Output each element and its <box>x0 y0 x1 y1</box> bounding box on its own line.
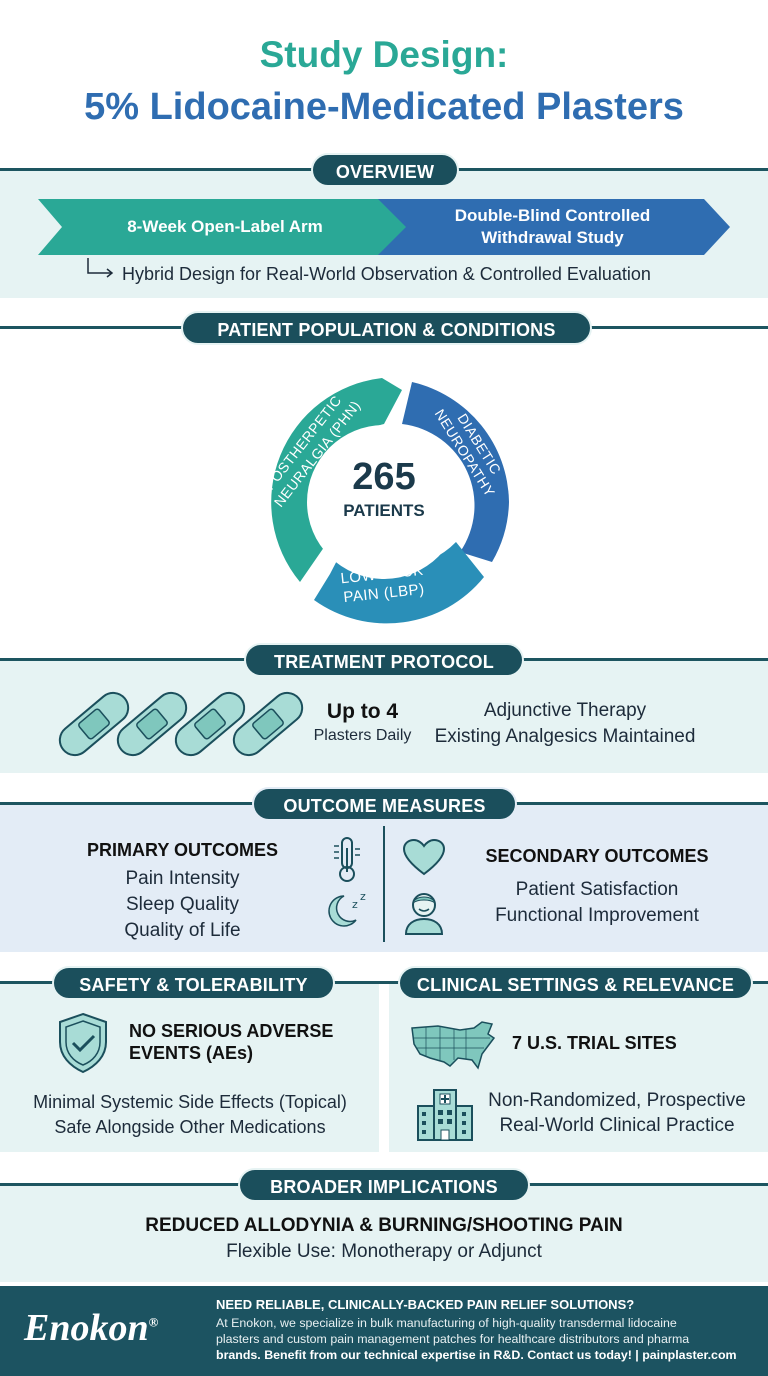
us-map-icon <box>411 1021 496 1070</box>
secondary-outcome-item: Functional Improvement <box>495 905 699 926</box>
safety-details: Minimal Systemic Side Effects (Topical) … <box>10 1090 370 1140</box>
analgesics-maintained: Existing Analgesics Maintained <box>434 726 696 747</box>
bandage-icon <box>58 691 304 757</box>
enokon-logo: Enokon® <box>24 1306 158 1350</box>
population-donut <box>271 378 509 624</box>
no-serious-aes-line2: EVENTS (AEs) <box>129 1043 254 1063</box>
double-blind-arrow <box>378 199 730 255</box>
corner-arrow-icon <box>87 258 114 278</box>
svg-text:z: z <box>352 898 358 911</box>
divider <box>0 981 768 984</box>
double-blind-arm: Double-Blind Controlled Withdrawal Study <box>400 199 705 255</box>
patient-count-label: PATIENTS <box>343 501 425 520</box>
broader-sub: Flexible Use: Monotherapy or Adjunct <box>226 1241 542 1262</box>
clinical-pill: CLINICAL SETTINGS & RELEVANCE <box>398 966 753 1000</box>
outcomes-divider <box>383 826 385 942</box>
page-title-line2: 5% Lidocaine-Medicated Plasters <box>84 86 684 128</box>
open-label-arrow <box>38 199 418 255</box>
dose-value: Up to 4 <box>326 700 399 723</box>
secondary-outcomes-list: Patient Satisfaction Functional Improvem… <box>462 877 732 929</box>
clinical-details: Non-Randomized, Prospective Real-World C… <box>484 1088 750 1138</box>
footer-body-line2: plasters and custom pain management patc… <box>216 1332 690 1346</box>
no-serious-aes-line1: NO SERIOUS ADVERSE <box>129 1021 334 1041</box>
primary-outcome-item: Sleep Quality <box>125 894 239 915</box>
footer <box>0 1286 768 1376</box>
svg-text:z: z <box>360 890 366 903</box>
adjunctive-therapy: Adjunctive Therapy <box>483 700 647 721</box>
open-label-arm: 8-Week Open-Label Arm <box>127 217 323 236</box>
dose-label: Plasters Daily <box>313 727 412 744</box>
primary-outcomes-title: PRIMARY OUTCOMES <box>86 840 278 860</box>
treatment-pill: TREATMENT PROTOCOL <box>244 643 524 677</box>
no-serious-aes: NO SERIOUS ADVERSE EVENTS (AEs) <box>129 1020 369 1064</box>
outcomes-pill: OUTCOME MEASURES <box>252 787 517 821</box>
hospital-icon <box>417 1089 473 1141</box>
broader-pill: BROADER IMPLICATIONS <box>238 1168 530 1202</box>
thermometer-icon <box>334 837 360 882</box>
patient-count: 265 <box>352 456 416 498</box>
moon-icon: z z <box>328 890 366 927</box>
heart-icon <box>402 838 446 876</box>
overview-arrows <box>38 199 730 255</box>
registered-mark: ® <box>148 1314 159 1330</box>
broader-headline: REDUCED ALLODYNIA & BURNING/SHOOTING PAI… <box>145 1215 623 1236</box>
population-pill: PATIENT POPULATION & CONDITIONS <box>181 311 592 345</box>
footer-body-line3: brands. Benefit from our technical exper… <box>216 1348 737 1362</box>
primary-outcome-item: Quality of Life <box>124 920 241 941</box>
shield-check-icon <box>59 1012 107 1074</box>
hybrid-design-note: Hybrid Design for Real-World Observation… <box>122 264 651 284</box>
safety-detail-item: Minimal Systemic Side Effects (Topical) <box>33 1092 347 1112</box>
page-title-line1: Study Design: <box>259 34 509 75</box>
double-blind-line1: Double-Blind Controlled <box>454 206 651 225</box>
footer-heading: NEED RELIABLE, CLINICALLY-BACKED PAIN RE… <box>216 1297 635 1312</box>
clinical-detail-item: Non-Randomized, Prospective <box>488 1090 746 1111</box>
trial-sites: 7 U.S. TRIAL SITES <box>512 1033 677 1053</box>
safety-detail-item: Safe Alongside Other Medications <box>54 1117 326 1137</box>
safety-pill: SAFETY & TOLERABILITY <box>52 966 335 1000</box>
logo-text: Enokon <box>24 1307 149 1349</box>
safety-section <box>0 984 379 1152</box>
phn-segment <box>271 378 402 582</box>
primary-outcome-item: Pain Intensity <box>125 868 240 889</box>
secondary-outcome-item: Patient Satisfaction <box>515 879 679 900</box>
overview-pill: OVERVIEW <box>311 153 459 187</box>
double-blind-line2: Withdrawal Study <box>481 228 624 247</box>
footer-body-line1: At Enokon, we specialize in bulk manufac… <box>216 1316 677 1330</box>
person-icon <box>404 893 444 935</box>
dn-segment <box>402 382 509 562</box>
footer-body: At Enokon, we specialize in bulk manufac… <box>216 1315 761 1363</box>
secondary-outcomes-title: SECONDARY OUTCOMES <box>485 846 709 866</box>
primary-outcomes-list: Pain Intensity Sleep Quality Quality of … <box>60 866 305 944</box>
clinical-detail-item: Real-World Clinical Practice <box>499 1115 735 1136</box>
broader-section <box>0 1186 768 1282</box>
